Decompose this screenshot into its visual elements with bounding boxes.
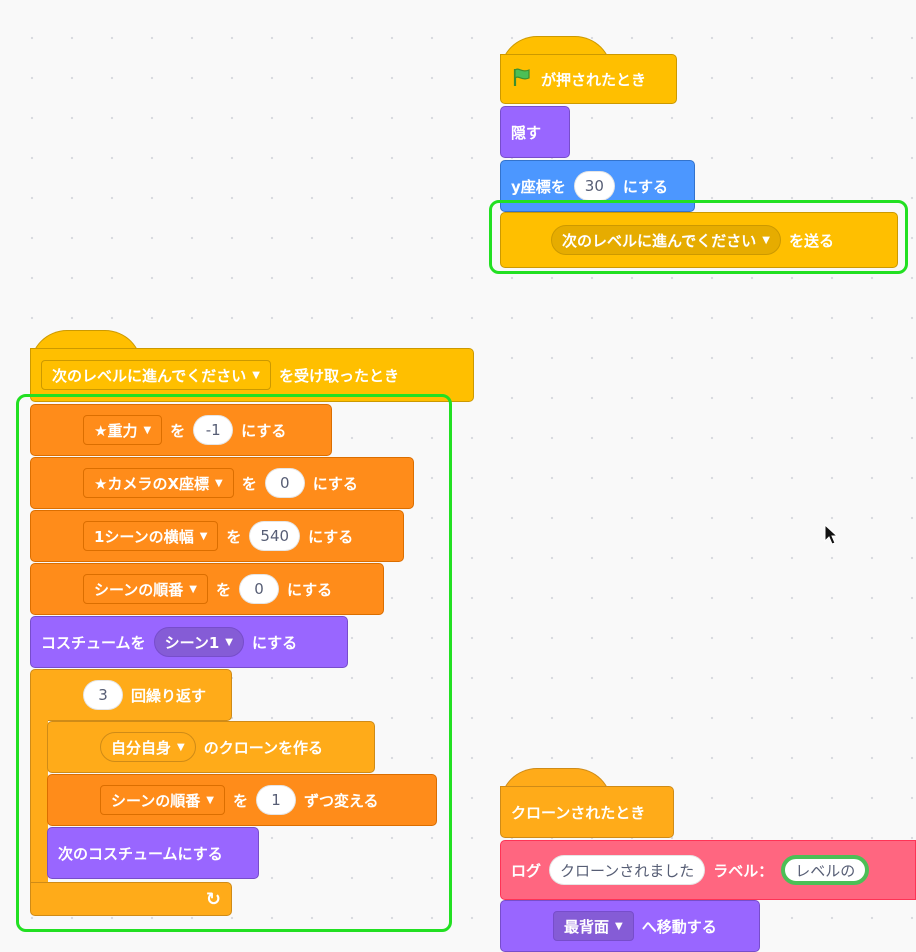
y-value-input[interactable]: 30 <box>573 171 615 201</box>
set-y-block[interactable]: y座標を 30 にする <box>500 160 695 212</box>
set-y-label: y座標を <box>511 177 566 196</box>
broadcast-block[interactable]: 次のレベルに進んでください ▼ を送る <box>500 212 898 268</box>
repeat-block-bottom: ↻ <box>30 882 232 916</box>
dropdown-arrow-icon: ▼ <box>215 477 223 489</box>
set-mid-4: を <box>215 580 231 599</box>
change-variable-label: シーンの順番 <box>111 791 201 810</box>
switch-costume-block[interactable]: コスチュームを シーン1 ▼ にする <box>30 616 348 668</box>
costume-value: シーン1 <box>164 633 220 652</box>
dropdown-arrow-icon: ▼ <box>252 369 260 381</box>
loop-arrow-icon: ↻ <box>205 888 221 910</box>
set-mid-2: を <box>241 474 257 493</box>
costume-label: コスチュームを <box>41 633 146 652</box>
variable-dropdown-4[interactable]: シーンの順番 ▼ <box>83 574 208 604</box>
set-mid-1: を <box>170 421 186 440</box>
broadcast-message-dropdown[interactable]: 次のレベルに進んでください ▼ <box>551 225 781 255</box>
when-start-as-clone-block[interactable]: クローンされたとき <box>500 786 674 838</box>
change-mid: を <box>232 791 248 810</box>
when-i-receive-block[interactable]: 次のレベルに進んでください ▼ を受け取ったとき <box>30 348 474 402</box>
dropdown-arrow-icon: ▼ <box>189 583 197 595</box>
change-value-input[interactable]: 1 <box>255 785 296 815</box>
log-message-input[interactable]: クローンされました <box>549 855 706 885</box>
receive-message-label: 次のレベルに進んでください <box>52 366 247 385</box>
set-mid-3: を <box>226 527 242 546</box>
mouse-cursor-icon <box>824 523 839 550</box>
change-variable-dropdown[interactable]: シーンの順番 ▼ <box>100 785 225 815</box>
set-variable-block-3[interactable]: 1シーンの横幅 ▼ を 540 にする <box>30 510 404 562</box>
set-suffix-2: にする <box>312 474 358 493</box>
dropdown-arrow-icon: ▼ <box>143 424 152 436</box>
dropdown-arrow-icon: ▼ <box>177 741 185 753</box>
next-costume-block[interactable]: 次のコスチュームにする <box>47 827 259 879</box>
layer-dropdown[interactable]: 最背面 ▼ <box>553 911 634 941</box>
set-variable-block-2[interactable]: ★カメラのX座標 ▼ を 0 にする <box>30 457 414 509</box>
clone-target-dropdown[interactable]: 自分自身 ▼ <box>100 732 196 762</box>
layer-target-label: 最背面 <box>564 917 610 936</box>
receive-suffix: を受け取ったとき <box>278 366 399 385</box>
dropdown-arrow-icon: ▼ <box>762 234 770 246</box>
clone-suffix: のクローンを作る <box>203 738 323 757</box>
broadcast-suffix: を送る <box>788 231 834 250</box>
receive-message-dropdown[interactable]: 次のレベルに進んでください ▼ <box>41 360 271 390</box>
repeat-label: 回繰り返す <box>131 686 207 705</box>
costume-suffix: にする <box>251 633 298 652</box>
hide-block[interactable]: 隠す <box>500 106 570 158</box>
repeat-block[interactable]: 3 回繰り返す <box>30 669 232 721</box>
value-input-1[interactable]: -1 <box>193 415 234 445</box>
broadcast-message-label: 次のレベルに進んでください <box>562 231 757 250</box>
change-variable-block[interactable]: シーンの順番 ▼ を 1 ずつ変える <box>47 774 437 826</box>
when-green-flag-clicked-block[interactable]: が押されたとき <box>500 54 677 104</box>
repeat-count-input[interactable]: 3 <box>83 680 123 710</box>
costume-dropdown[interactable]: シーン1 ▼ <box>153 627 244 657</box>
repeat-block-arm <box>30 720 48 884</box>
change-suffix: ずつ変える <box>303 791 379 810</box>
set-variable-block-1[interactable]: ★重力 ▼ を -1 にする <box>30 404 332 456</box>
variable-label-1: ★重力 <box>94 421 138 440</box>
variable-dropdown-3[interactable]: 1シーンの横幅 ▼ <box>83 521 219 551</box>
green-flag-icon <box>511 66 533 92</box>
value-input-2[interactable]: 0 <box>264 468 305 498</box>
set-suffix-3: にする <box>308 527 354 546</box>
value-input-3[interactable]: 540 <box>249 521 301 551</box>
next-costume-label: 次のコスチュームにする <box>58 844 223 863</box>
log-label-input[interactable]: レベルの <box>781 855 870 885</box>
set-suffix-4: にする <box>286 580 333 599</box>
hide-label: 隠す <box>511 123 542 142</box>
dropdown-arrow-icon: ▼ <box>199 530 208 542</box>
variable-dropdown-2[interactable]: ★カメラのX座標 ▼ <box>83 468 234 498</box>
dropdown-arrow-icon: ▼ <box>225 636 233 648</box>
clone-hat-label: クローンされたとき <box>511 803 646 822</box>
log-block[interactable]: ログ クローンされました ラベル： レベルの <box>500 840 916 900</box>
dropdown-arrow-icon: ▼ <box>206 794 214 806</box>
clone-target-label: 自分自身 <box>111 738 172 757</box>
layer-suffix: へ移動する <box>641 917 717 936</box>
hat-label: が押されたとき <box>541 70 647 89</box>
value-input-4[interactable]: 0 <box>238 574 279 604</box>
go-to-layer-block[interactable]: 最背面 ▼ へ移動する <box>500 900 760 952</box>
set-suffix-1: にする <box>241 421 287 440</box>
set-y-suffix: にする <box>622 177 669 196</box>
create-clone-block[interactable]: 自分自身 ▼ のクローンを作る <box>47 721 375 773</box>
dropdown-arrow-icon: ▼ <box>615 920 623 932</box>
variable-dropdown-1[interactable]: ★重力 ▼ <box>83 415 163 445</box>
log-label: ログ <box>511 861 542 880</box>
variable-label-4: シーンの順番 <box>94 580 184 599</box>
log-label2: ラベル： <box>713 861 774 880</box>
set-variable-block-4[interactable]: シーンの順番 ▼ を 0 にする <box>30 563 384 615</box>
variable-label-2: ★カメラのX座標 <box>94 474 210 493</box>
variable-label-3: 1シーンの横幅 <box>94 527 194 546</box>
